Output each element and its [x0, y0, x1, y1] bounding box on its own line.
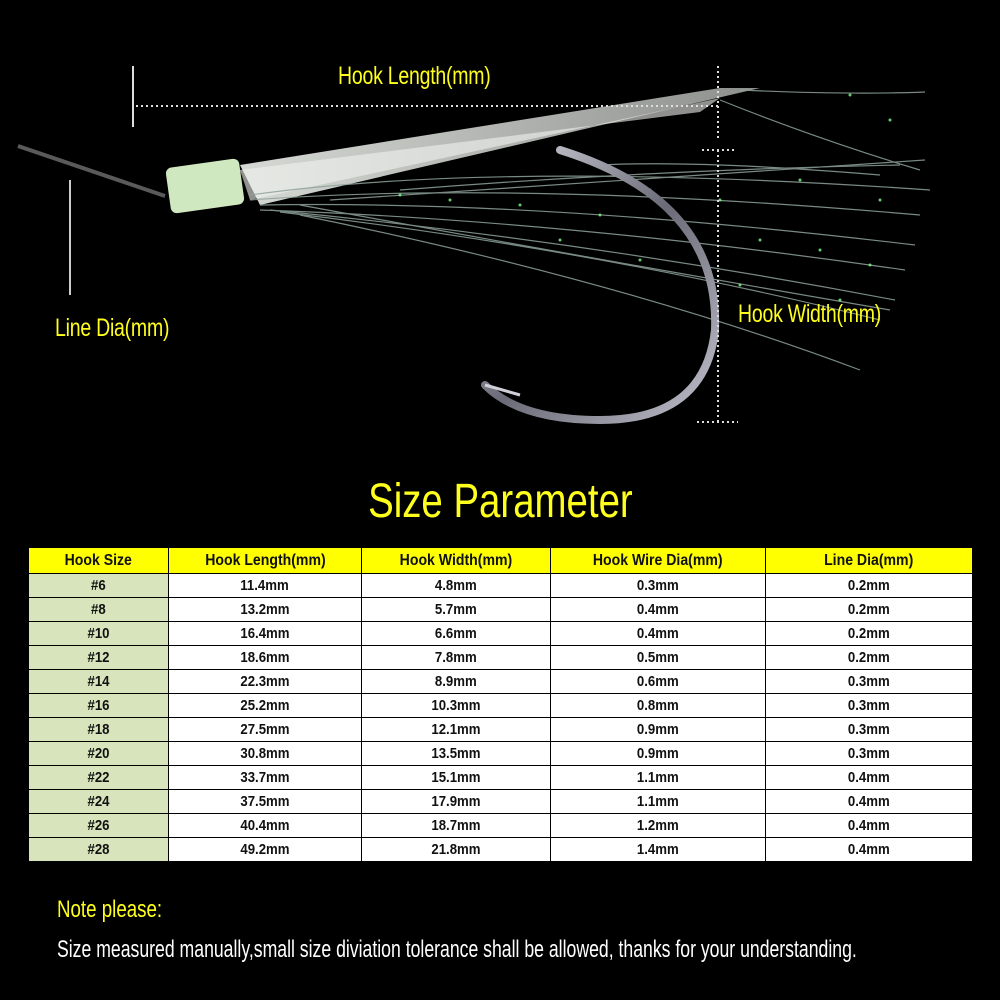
section-title: Size Parameter [0, 474, 1000, 529]
header-hook-size: Hook Size [28, 547, 169, 574]
cell-hook-wire-dia: 1.1mm [550, 789, 766, 814]
cell-line-dia: 0.2mm [765, 597, 973, 622]
cell-hook-size: #14 [28, 669, 169, 694]
cell-hook-length: 37.5mm [168, 789, 362, 814]
cell-hook-length: 25.2mm [168, 693, 362, 718]
cell-line-dia: 0.3mm [765, 693, 973, 718]
cell-hook-width: 18.7mm [361, 813, 551, 838]
cell-hook-size: #28 [28, 837, 169, 862]
cell-hook-length: 30.8mm [168, 741, 362, 766]
note-text: Size measured manually,small size diviat… [57, 936, 857, 963]
cell-line-dia: 0.3mm [765, 717, 973, 742]
hook-width-annotation: Hook Width(mm) [738, 300, 881, 328]
cell-hook-size: #12 [28, 645, 169, 670]
line-dia-annotation: Line Dia(mm) [55, 314, 170, 342]
cell-hook-width: 21.8mm [361, 837, 551, 862]
cell-hook-size: #6 [28, 573, 169, 598]
cell-hook-size: #18 [28, 717, 169, 742]
table-header-row: Hook Size Hook Length(mm) Hook Width(mm)… [28, 547, 973, 574]
cell-hook-width: 15.1mm [361, 765, 551, 790]
cell-hook-wire-dia: 1.2mm [550, 813, 766, 838]
cell-hook-size: #16 [28, 693, 169, 718]
cell-hook-length: 22.3mm [168, 669, 362, 694]
cell-hook-size: #26 [28, 813, 169, 838]
cell-hook-length: 40.4mm [168, 813, 362, 838]
fishing-hook-illustration [17, 66, 931, 425]
cell-hook-width: 8.9mm [361, 669, 551, 694]
cell-hook-width: 13.5mm [361, 741, 551, 766]
cell-line-dia: 0.4mm [765, 813, 973, 838]
cell-hook-size: #10 [28, 621, 169, 646]
cell-hook-wire-dia: 0.9mm [550, 741, 766, 766]
header-line-dia: Line Dia(mm) [765, 547, 973, 574]
cell-hook-length: 27.5mm [168, 717, 362, 742]
cell-hook-length: 18.6mm [168, 645, 362, 670]
cell-hook-size: #20 [28, 741, 169, 766]
cell-line-dia: 0.2mm [765, 573, 973, 598]
cell-line-dia: 0.2mm [765, 621, 973, 646]
cell-hook-wire-dia: 0.6mm [550, 669, 766, 694]
cell-line-dia: 0.3mm [765, 669, 973, 694]
cell-hook-length: 13.2mm [168, 597, 362, 622]
cell-hook-length: 11.4mm [168, 573, 362, 598]
cell-hook-size: #8 [28, 597, 169, 622]
cell-hook-wire-dia: 1.4mm [550, 837, 766, 862]
cell-line-dia: 0.4mm [765, 789, 973, 814]
cell-hook-length: 33.7mm [168, 765, 362, 790]
cell-hook-wire-dia: 0.9mm [550, 717, 766, 742]
cell-hook-width: 10.3mm [361, 693, 551, 718]
cell-line-dia: 0.4mm [765, 837, 973, 862]
cell-hook-wire-dia: 0.8mm [550, 693, 766, 718]
cell-hook-length: 16.4mm [168, 621, 362, 646]
cell-hook-width: 5.7mm [361, 597, 551, 622]
cell-hook-wire-dia: 1.1mm [550, 765, 766, 790]
cell-hook-wire-dia: 0.4mm [550, 597, 766, 622]
cell-hook-width: 12.1mm [361, 717, 551, 742]
product-photo: Hook Length(mm) Line Dia(mm) Hook Width(… [0, 0, 1000, 460]
cell-hook-width: 6.6mm [361, 621, 551, 646]
size-parameter-table: Hook Size Hook Length(mm) Hook Width(mm)… [28, 547, 973, 862]
hook-length-annotation: Hook Length(mm) [338, 62, 491, 90]
cell-line-dia: 0.3mm [765, 741, 973, 766]
cell-hook-length: 49.2mm [168, 837, 362, 862]
header-hook-wire-dia: Hook Wire Dia(mm) [550, 547, 766, 574]
cell-hook-width: 7.8mm [361, 645, 551, 670]
cell-line-dia: 0.4mm [765, 765, 973, 790]
cell-hook-size: #24 [28, 789, 169, 814]
cell-hook-wire-dia: 0.4mm [550, 621, 766, 646]
cell-hook-size: #22 [28, 765, 169, 790]
note-title: Note please: [57, 896, 163, 923]
cell-hook-wire-dia: 0.5mm [550, 645, 766, 670]
cell-hook-width: 4.8mm [361, 573, 551, 598]
cell-hook-wire-dia: 0.3mm [550, 573, 766, 598]
header-hook-length: Hook Length(mm) [168, 547, 362, 574]
cell-hook-width: 17.9mm [361, 789, 551, 814]
title-text: Size Parameter [367, 475, 633, 528]
cell-line-dia: 0.2mm [765, 645, 973, 670]
header-hook-width: Hook Width(mm) [361, 547, 551, 574]
